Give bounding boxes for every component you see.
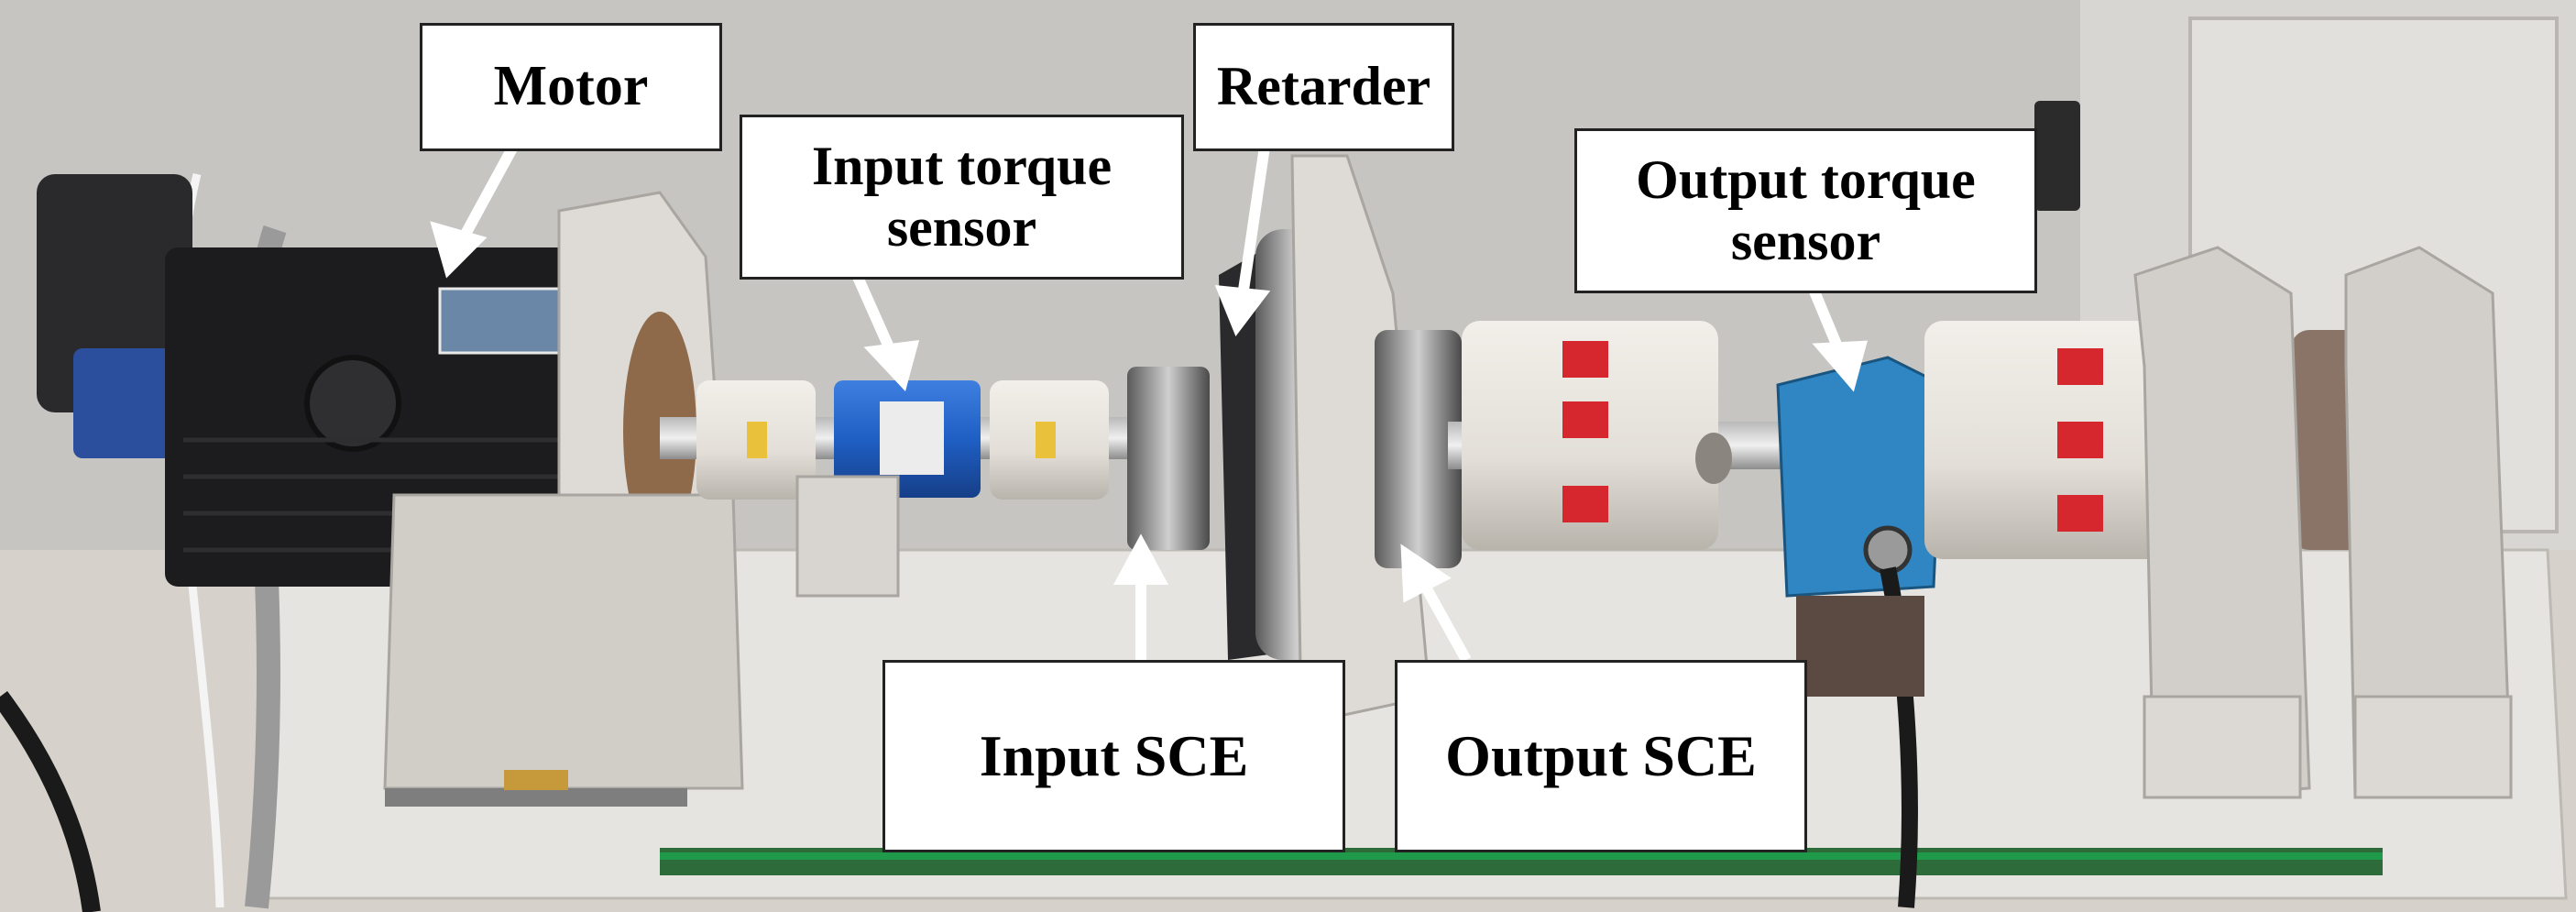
motor-base: [383, 493, 744, 790]
coupling-insert: [2057, 422, 2103, 458]
coupling-insert: [1562, 401, 1608, 438]
coupling-insert: [1562, 341, 1608, 378]
arrow-input-torque-sensor: [851, 272, 899, 360]
coupling-insert: [1562, 486, 1608, 522]
brass-tag: [504, 770, 568, 790]
motor-base-label: [385, 788, 687, 807]
sensor-base: [1796, 596, 1924, 697]
label-output-torque-sensor: Output torque sensor: [1574, 128, 2037, 293]
sensor-label-patch: [880, 401, 944, 475]
motor-plate: [438, 287, 570, 355]
annotation-arrows: [430, 144, 1868, 663]
coupling-insert: [747, 422, 767, 458]
arrow-motor: [453, 144, 519, 250]
label-retarder: Retarder: [1193, 23, 1454, 151]
input-sce-disk: [1127, 367, 1210, 550]
label-motor: Motor: [420, 23, 722, 151]
arrow-retarder: [1236, 146, 1270, 303]
output-sce-disk: [1375, 330, 1462, 568]
coupling-hole: [1695, 433, 1732, 484]
label-input-torque-sensor: Input torque sensor: [740, 115, 1184, 280]
label-input-sce: Input SCE: [882, 660, 1345, 852]
coupling-insert: [2057, 495, 2103, 532]
black-cable: [0, 691, 101, 912]
sensor-support: [795, 475, 900, 598]
bracket-foot: [2143, 695, 2302, 799]
coupling-insert: [1036, 422, 1056, 458]
bracket-foot: [2353, 695, 2513, 799]
output-torque-sensor-body: [1776, 356, 1945, 598]
motor-connector: [304, 355, 401, 452]
coupling-insert: [2057, 348, 2103, 385]
right-bracket-1: [2133, 246, 2311, 799]
label-output-sce: Output SCE: [1395, 660, 1807, 852]
wall-socket: [2034, 101, 2080, 211]
rail-stripe: [660, 852, 2383, 860]
sensor-connector: [1863, 525, 1913, 575]
arrow-output-sce: [1415, 575, 1472, 663]
